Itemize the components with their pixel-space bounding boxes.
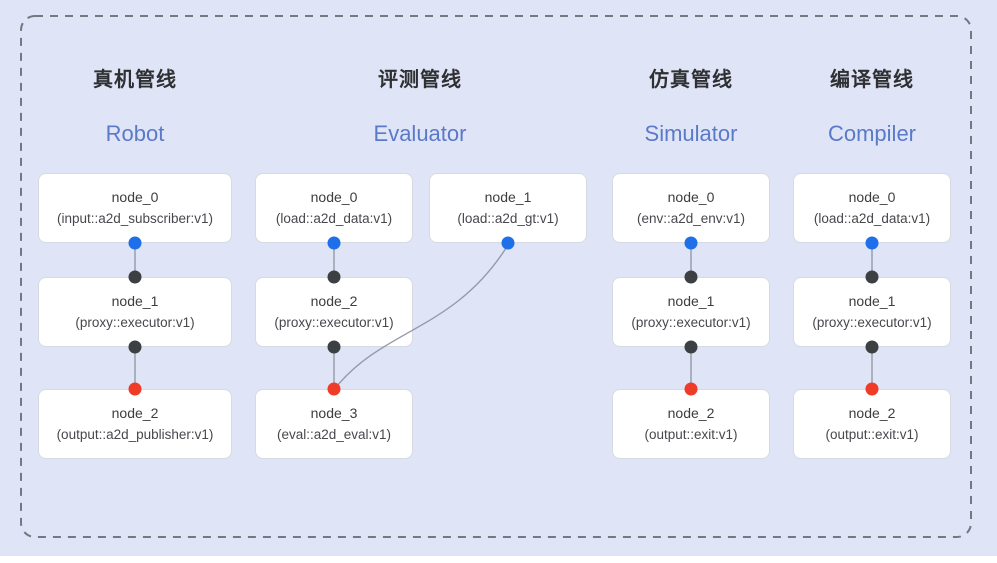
node-box-robot-node1: node_1 (proxy::executor:v1) bbox=[38, 277, 232, 347]
node-name: node_3 bbox=[310, 405, 358, 421]
node-box-evaluator-node1: node_1 (load::a2d_gt:v1) bbox=[429, 173, 587, 243]
pipeline-title-en-compiler: Compiler bbox=[827, 121, 917, 146]
node-box-compiler-node1: node_1 (proxy::executor:v1) bbox=[793, 277, 951, 347]
node-box-simulator-node0: node_0 (env::a2d_env:v1) bbox=[612, 173, 770, 243]
node-box-robot-node0: node_0 (input::a2d_subscriber:v1) bbox=[38, 173, 232, 243]
node-name: node_2 bbox=[848, 405, 896, 421]
node-box-evaluator-node3: node_3 (eval::a2d_eval:v1) bbox=[255, 389, 413, 459]
node-spec: (load::a2d_gt:v1) bbox=[457, 211, 559, 226]
node-spec: (env::a2d_env:v1) bbox=[636, 211, 746, 226]
node-spec: (load::a2d_data:v1) bbox=[275, 211, 393, 226]
node-spec: (eval::a2d_eval:v1) bbox=[276, 427, 392, 442]
node-name: node_0 bbox=[667, 189, 715, 205]
node-spec: (proxy::executor:v1) bbox=[631, 315, 751, 330]
pipeline-title-zh-evaluator: 评测管线 bbox=[378, 69, 462, 91]
node-box-simulator-node2: node_2 (output::exit:v1) bbox=[612, 389, 770, 459]
node-name: node_0 bbox=[848, 189, 896, 205]
node-box-evaluator-node0: node_0 (load::a2d_data:v1) bbox=[255, 173, 413, 243]
node-name: node_2 bbox=[310, 293, 358, 309]
node-spec: (proxy::executor:v1) bbox=[274, 315, 394, 330]
node-spec: (output::exit:v1) bbox=[644, 427, 738, 442]
node-name: node_0 bbox=[310, 189, 358, 205]
node-box-robot-node2: node_2 (output::a2d_publisher:v1) bbox=[38, 389, 232, 459]
node-box-compiler-node2: node_2 (output::exit:v1) bbox=[793, 389, 951, 459]
pipeline-title-en-simulator: Simulator bbox=[644, 121, 738, 146]
node-name: node_0 bbox=[111, 189, 159, 205]
node-name: node_1 bbox=[667, 293, 715, 309]
node-spec: (output::a2d_publisher:v1) bbox=[56, 427, 214, 442]
node-spec: (output::exit:v1) bbox=[825, 427, 919, 442]
node-box-evaluator-node2: node_2 (proxy::executor:v1) bbox=[255, 277, 413, 347]
node-spec: (proxy::executor:v1) bbox=[812, 315, 932, 330]
node-name: node_1 bbox=[111, 293, 159, 309]
node-box-simulator-node1: node_1 (proxy::executor:v1) bbox=[612, 277, 770, 347]
node-spec: (input::a2d_subscriber:v1) bbox=[56, 211, 214, 226]
pipeline-title-zh-robot: 真机管线 bbox=[93, 69, 177, 91]
node-spec: (proxy::executor:v1) bbox=[75, 315, 195, 330]
node-name: node_2 bbox=[667, 405, 715, 421]
node-spec: (load::a2d_data:v1) bbox=[813, 211, 931, 226]
node-name: node_1 bbox=[484, 189, 532, 205]
pipeline-title-en-evaluator: Evaluator bbox=[373, 121, 467, 146]
node-box-compiler-node0: node_0 (load::a2d_data:v1) bbox=[793, 173, 951, 243]
pipeline-title-zh-simulator: 仿真管线 bbox=[649, 69, 733, 91]
pipeline-title-zh-compiler: 编译管线 bbox=[830, 69, 914, 91]
pipeline-title-en-robot: Robot bbox=[105, 121, 165, 146]
node-name: node_2 bbox=[111, 405, 159, 421]
node-name: node_1 bbox=[848, 293, 896, 309]
